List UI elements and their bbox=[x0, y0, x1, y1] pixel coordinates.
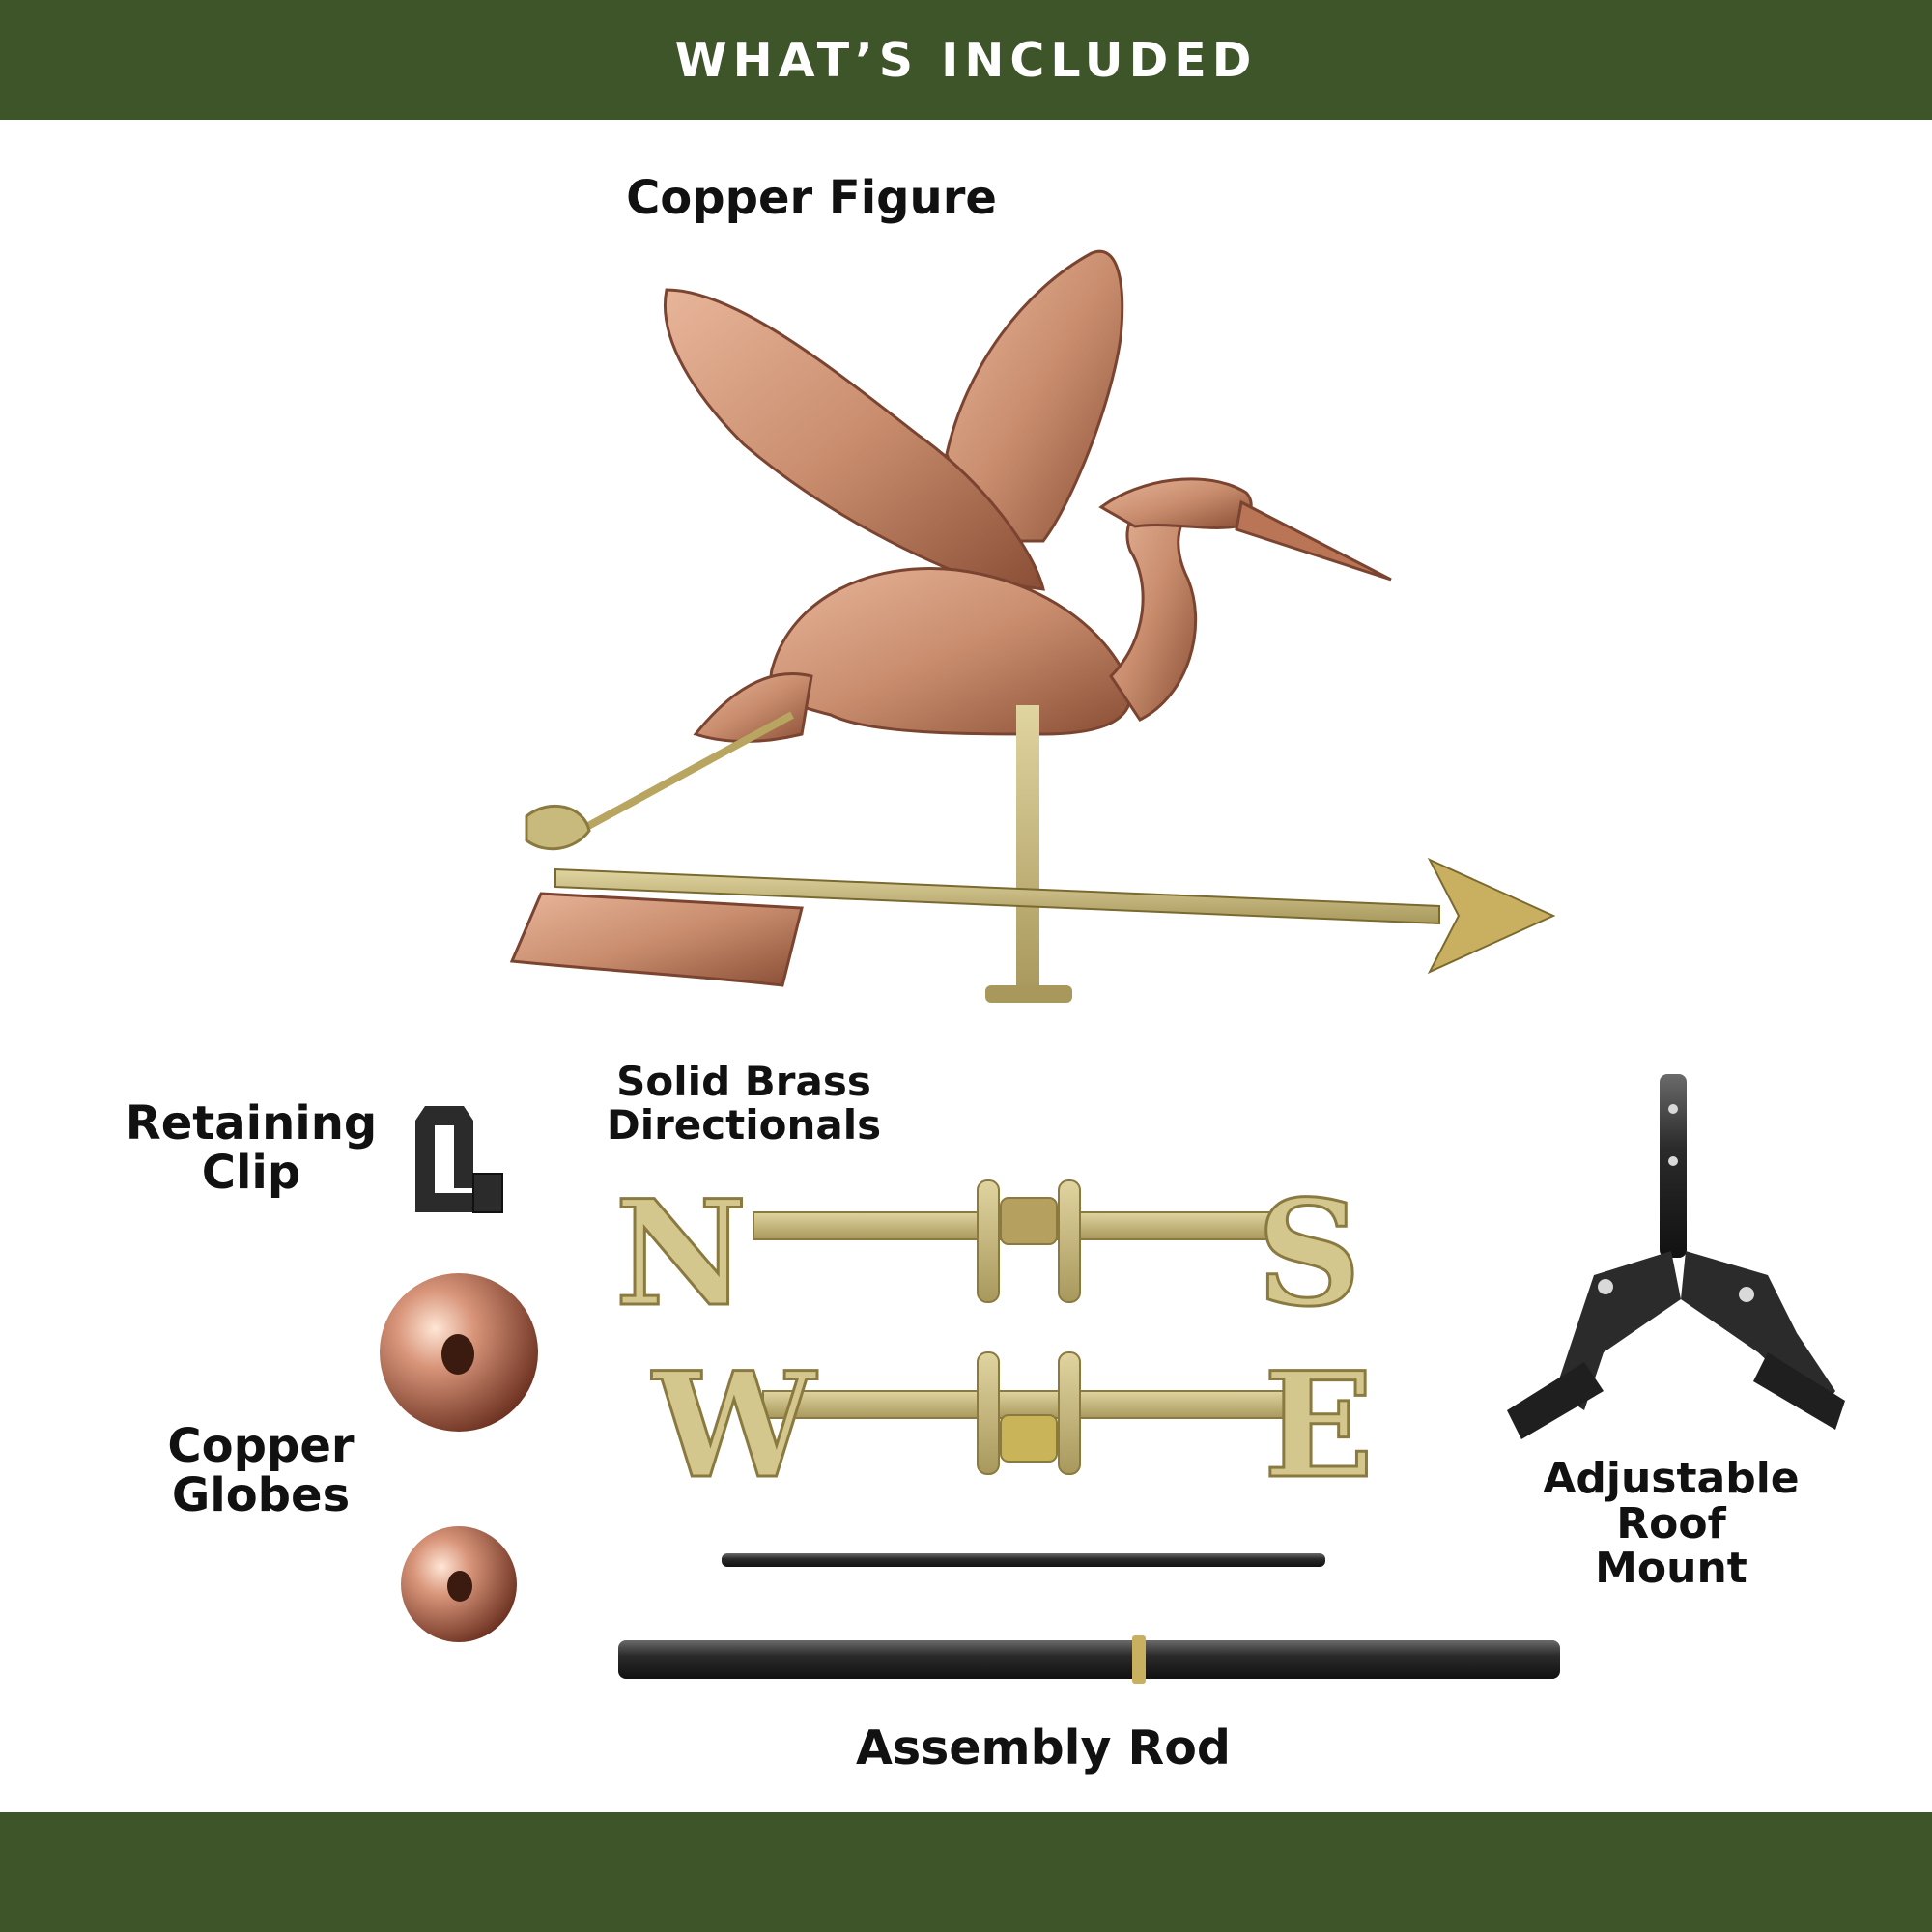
heron-foot bbox=[525, 804, 591, 851]
copper-figure-heron bbox=[525, 249, 1392, 851]
letter-w: W bbox=[651, 1341, 818, 1511]
heron-beak bbox=[1235, 499, 1392, 582]
assembly-rod-image bbox=[618, 1635, 1560, 1684]
retaining-clip-image bbox=[415, 1106, 503, 1213]
post-base bbox=[985, 985, 1072, 1003]
heron-front-wing bbox=[664, 288, 1045, 591]
letter-s: S bbox=[1257, 1169, 1361, 1339]
label-solid-brass-directionals: Solid Brass Directionals bbox=[606, 1058, 882, 1149]
heron-back-wing bbox=[945, 249, 1124, 543]
adjustable-roof-mount-image bbox=[1507, 1074, 1845, 1439]
weathervane-arrow bbox=[509, 705, 1556, 1003]
heron-body bbox=[769, 567, 1132, 736]
north-south-directional: N S bbox=[613, 1168, 1363, 1341]
label-assembly-rod: Assembly Rod bbox=[856, 1720, 1231, 1776]
heron-tail bbox=[693, 672, 813, 743]
arrow-fletching bbox=[509, 892, 804, 987]
header-title: WHAT’S INCLUDED bbox=[674, 32, 1258, 88]
letter-n: N bbox=[614, 1169, 747, 1339]
west-east-directional: W E bbox=[649, 1340, 1375, 1513]
heron-head bbox=[1098, 477, 1253, 529]
thin-rod bbox=[722, 1553, 1325, 1567]
header-banner: WHAT’S INCLUDED bbox=[0, 0, 1932, 120]
vertical-post bbox=[1016, 705, 1039, 995]
heron-leg bbox=[578, 711, 794, 835]
label-retaining-clip: Retaining Clip bbox=[125, 1096, 378, 1200]
letter-e: E bbox=[1264, 1341, 1374, 1511]
label-adjustable-roof-mount: Adjustable Roof Mount bbox=[1543, 1454, 1800, 1594]
footer-banner bbox=[0, 1812, 1932, 1932]
label-copper-figure: Copper Figure bbox=[626, 171, 997, 225]
arrow-shaft bbox=[554, 867, 1440, 925]
arrowhead bbox=[1427, 857, 1556, 975]
label-copper-globes: Copper Globes bbox=[167, 1419, 355, 1522]
